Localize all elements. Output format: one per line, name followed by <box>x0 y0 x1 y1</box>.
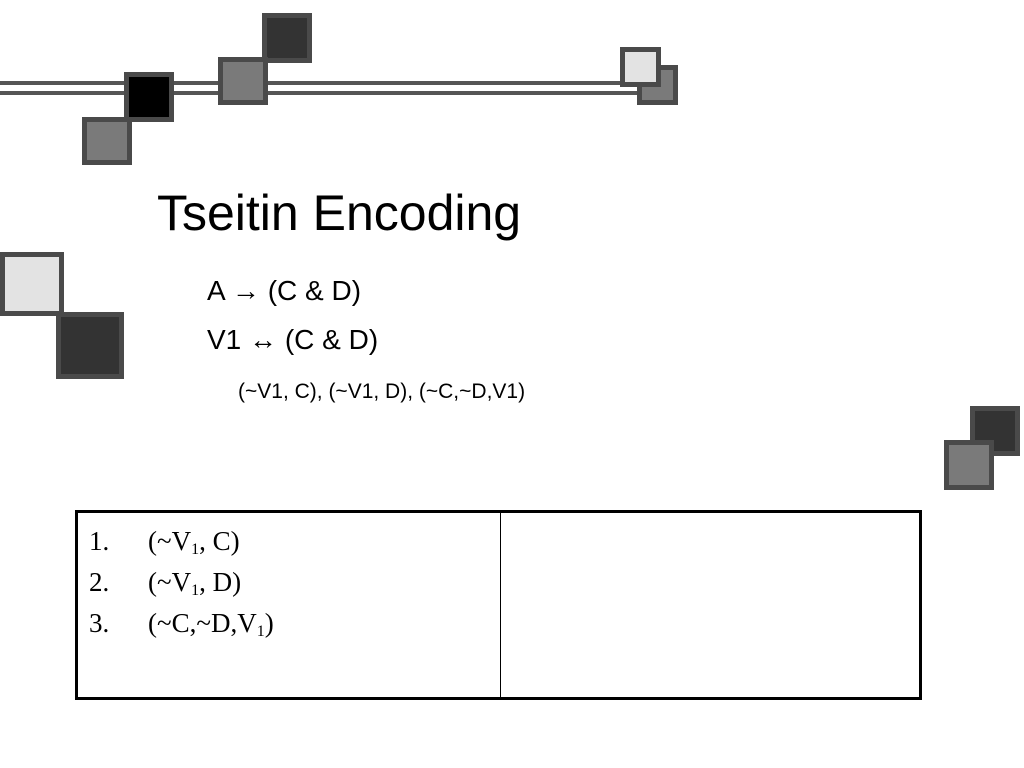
clause: (~V1, D) <box>148 567 242 599</box>
clause: (~V1, C) <box>148 526 240 558</box>
decorative-square <box>262 13 312 63</box>
row-number: 1. <box>89 526 110 556</box>
clauses-text: (~V1, C), (~V1, D), (~C,~D,V1) <box>238 380 526 403</box>
row-number: 2. <box>89 567 110 597</box>
formula-lhs: A <box>207 275 225 306</box>
row-number: 3. <box>89 608 110 638</box>
table-row: 3. (~C,~D,V1) <box>89 603 500 644</box>
decorative-square <box>944 440 994 490</box>
table-cell-right <box>501 513 919 697</box>
equivalence-line: V1 ↔ (C & D) <box>207 324 378 356</box>
decorative-square <box>124 72 174 122</box>
decorative-square <box>218 57 268 105</box>
decorative-square <box>620 47 661 87</box>
decorative-square <box>56 312 124 379</box>
table-row: 2. (~V1, D) <box>89 562 500 603</box>
decorative-square <box>0 252 64 316</box>
decorative-rail-top <box>0 81 660 95</box>
slide-title: Tseitin Encoding <box>157 185 522 241</box>
clause: (~C,~D,V1) <box>148 608 274 640</box>
table-cell-left: 1. (~V1, C) 2. (~V1, D) 3. (~C,~D,V1) <box>78 513 501 697</box>
implies-arrow: → <box>231 275 260 306</box>
iff-arrow: ↔ <box>249 324 278 355</box>
formula-rhs: (C & D) <box>284 324 379 355</box>
formula-lhs: V1 <box>207 324 242 355</box>
decorative-square <box>82 117 132 165</box>
clause-table: 1. (~V1, C) 2. (~V1, D) 3. (~C,~D,V1) <box>75 510 922 700</box>
formula-rhs: (C & D) <box>267 275 362 306</box>
table-row: 1. (~V1, C) <box>89 521 500 562</box>
implication-line: A → (C & D) <box>207 275 361 307</box>
